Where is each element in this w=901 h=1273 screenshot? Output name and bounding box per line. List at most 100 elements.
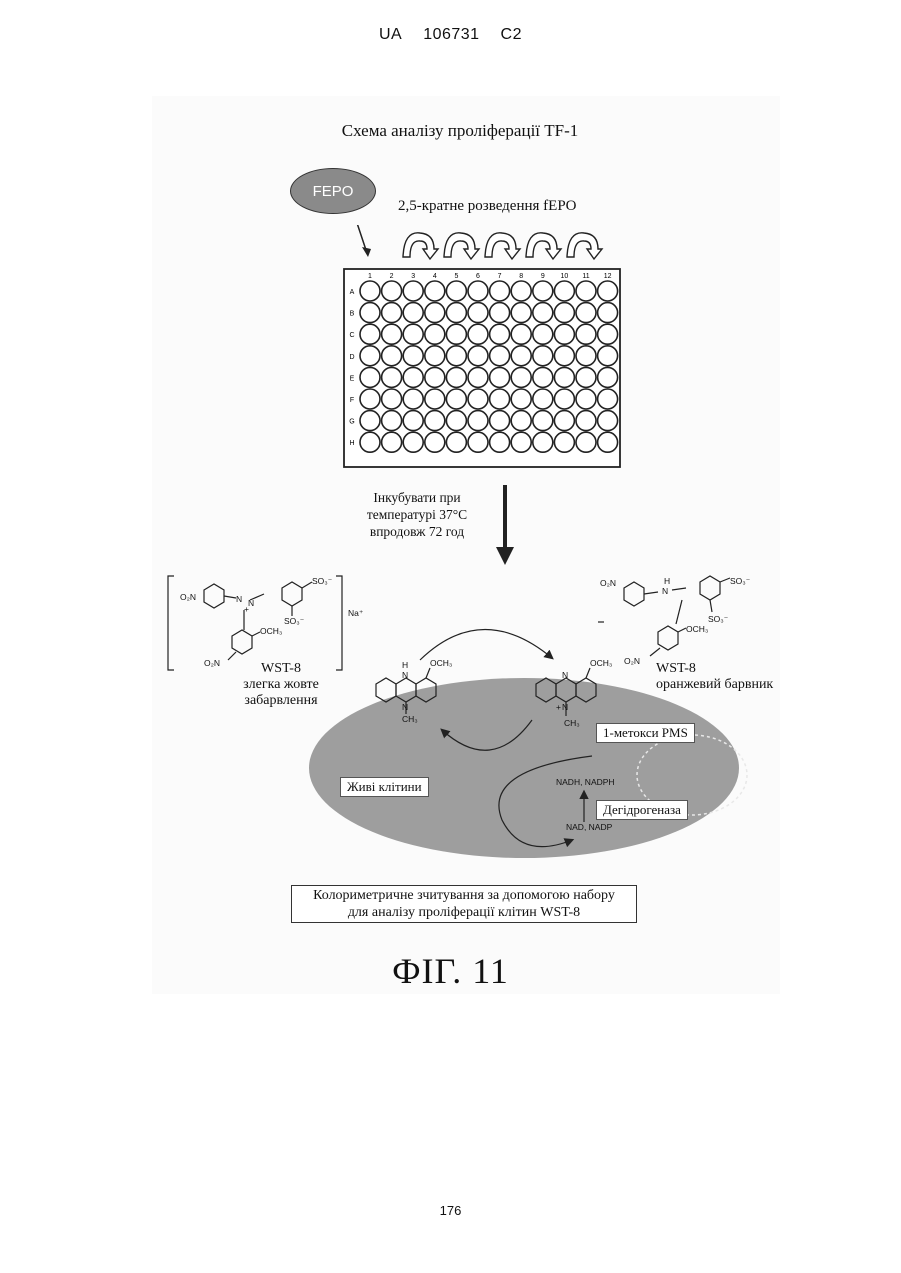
plate-well <box>598 346 618 366</box>
figure-label: ФІГ. 11 <box>0 950 901 992</box>
pms-oxidized-plus: + <box>556 702 561 712</box>
incubation-line-2: температурі 37°C <box>352 506 482 523</box>
plate-well <box>490 324 510 344</box>
plate-well <box>511 367 531 387</box>
plate-well <box>360 389 380 409</box>
plate-well <box>403 432 423 452</box>
plate-well <box>598 303 618 323</box>
wst8-left-labels: O₂N N N + SO₃⁻ SO₃⁻ OCH₃ O₂N Na⁺ <box>180 576 364 668</box>
colorimetric-box: Колориметричне зчитування за допомогою н… <box>291 885 637 923</box>
wst8-right-caption: WST-8 оранжевий барвник <box>656 661 773 693</box>
plate-well <box>554 367 574 387</box>
wst8-right-o2n-2: O₂N <box>624 656 640 666</box>
plate-well <box>446 346 466 366</box>
wst8-left-na: Na⁺ <box>348 608 364 618</box>
wst8-left-desc-2: забарвлення <box>226 693 336 709</box>
plate-well <box>554 432 574 452</box>
dehydrogenase-label: Дегідрогеназа <box>596 800 688 820</box>
plate-well <box>446 432 466 452</box>
plate-well <box>468 324 488 344</box>
fepo-label: FEPO <box>313 183 354 200</box>
plate-column-label: 11 <box>582 273 589 280</box>
plate-well <box>598 432 618 452</box>
plate-well <box>490 389 510 409</box>
plate-well <box>468 281 488 301</box>
plate-well <box>382 324 402 344</box>
plate-well <box>425 346 445 366</box>
plate-well <box>382 346 402 366</box>
plate-well <box>382 432 402 452</box>
plate-well <box>425 389 445 409</box>
plate-well <box>598 281 618 301</box>
plate-well <box>576 389 596 409</box>
pms-oxidized-n2: N <box>562 702 568 712</box>
plate-column-label: 12 <box>604 273 612 280</box>
plate-well <box>446 281 466 301</box>
incubation-line-1: Інкубувати при <box>352 489 482 506</box>
plate-well <box>446 411 466 431</box>
wst8-right-name: WST-8 <box>656 661 773 677</box>
plate-well <box>425 324 445 344</box>
wst8-left-o2n-2: O₂N <box>204 658 220 668</box>
wst8-right-so3-1: SO₃⁻ <box>730 576 751 586</box>
pms-oxidized-n1: N <box>562 670 568 680</box>
incubation-line-3: впродовж 72 год <box>352 523 482 540</box>
plate-row-label: F <box>350 397 354 404</box>
header-kind: C2 <box>501 26 522 43</box>
plate-well <box>403 303 423 323</box>
plate-well <box>554 303 574 323</box>
plate-well <box>382 389 402 409</box>
plate-well <box>533 346 553 366</box>
pms-reduced-n1: N <box>402 670 408 680</box>
plate-well <box>511 303 531 323</box>
plate-well <box>598 324 618 344</box>
plate-column-label: 10 <box>561 273 569 280</box>
plate-well <box>490 303 510 323</box>
plate-column-label: 9 <box>541 273 545 280</box>
plate-well <box>382 367 402 387</box>
pms-reduced-n2: N <box>402 702 408 712</box>
plate-well <box>382 281 402 301</box>
plate-well <box>446 367 466 387</box>
pms-reduced-ch3: CH₃ <box>402 714 418 724</box>
plate-column-label: 4 <box>433 273 437 280</box>
dilution-text: 2,5-кратне розведення fEPO <box>398 198 577 215</box>
plate-well <box>360 324 380 344</box>
plate-well <box>511 432 531 452</box>
wst8-right-och3: OCH₃ <box>686 624 708 634</box>
pms-oxidized-och3: OCH₃ <box>590 658 612 668</box>
plate-well <box>576 411 596 431</box>
plate-well <box>554 324 574 344</box>
plate-well <box>576 281 596 301</box>
plate-well <box>403 346 423 366</box>
pms-reduced-h: H <box>402 660 408 670</box>
plate-well <box>511 324 531 344</box>
plate-well <box>468 367 488 387</box>
plate-well <box>533 324 553 344</box>
methoxy-pms-label: 1-метокси PMS <box>596 723 695 743</box>
plate-well <box>511 411 531 431</box>
dilution-curl-arrows <box>403 233 602 259</box>
header-number: 106731 <box>423 26 479 43</box>
plate-well <box>446 324 466 344</box>
pms-reduced-och3: OCH₃ <box>430 658 452 668</box>
plate-well <box>360 432 380 452</box>
plate-well <box>468 411 488 431</box>
plate-well <box>490 367 510 387</box>
plate-row-label: D <box>349 354 354 361</box>
pms-oxidized-ch3: CH₃ <box>564 718 580 728</box>
wst8-right-h: H <box>664 576 670 586</box>
colorimetric-line-2: для аналізу проліферації клітин WST-8 <box>292 904 636 921</box>
wst8-right-n: N <box>662 586 668 596</box>
wst8-left-n1: N <box>236 594 242 604</box>
wst8-left-so3-2: SO₃⁻ <box>284 616 305 626</box>
plate-well <box>576 432 596 452</box>
plate-well <box>554 389 574 409</box>
plate-well <box>533 367 553 387</box>
plate-well <box>403 411 423 431</box>
plate-well <box>511 281 531 301</box>
plate-well <box>490 432 510 452</box>
plate-well <box>403 281 423 301</box>
plate-well <box>533 303 553 323</box>
chemistry-diagram: O₂N N N + SO₃⁻ SO₃⁻ OCH₃ O₂N Na⁺ O₂N H N… <box>152 560 780 880</box>
